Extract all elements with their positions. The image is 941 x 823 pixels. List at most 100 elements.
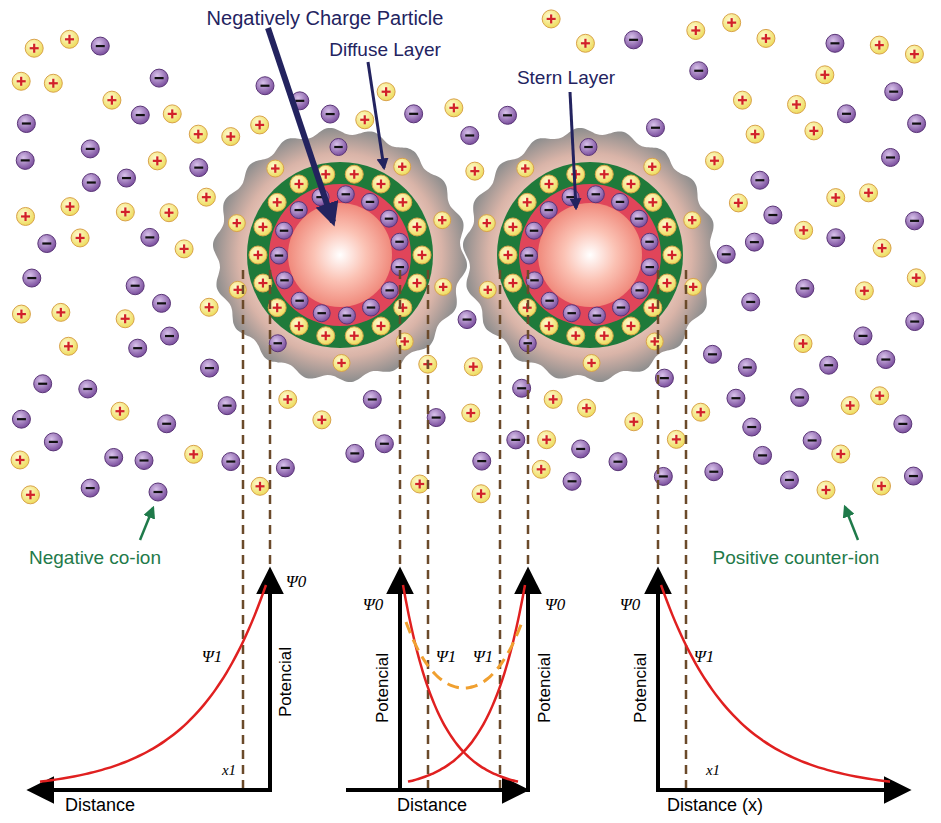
particle-core [288, 203, 392, 307]
ion-body [905, 45, 923, 63]
ion-body [103, 91, 121, 109]
sign-stroke [646, 266, 655, 268]
ion-body [330, 139, 347, 156]
negative-ion [609, 453, 627, 471]
sign-stroke [472, 362, 474, 371]
negative-ion [837, 105, 855, 123]
positive-ion [622, 317, 640, 335]
positive-ion [52, 303, 70, 321]
positive-ion [71, 229, 89, 247]
ion-body [356, 111, 374, 129]
ion-body [268, 193, 286, 211]
negative-ion [791, 388, 809, 406]
sign-stroke [281, 467, 290, 469]
sign-stroke [223, 405, 232, 407]
positive-ion [595, 327, 613, 345]
ion-body [717, 245, 735, 263]
ion-body [563, 305, 580, 322]
sign-stroke [380, 443, 389, 445]
negative-ion [135, 451, 153, 469]
sign-stroke [785, 479, 794, 481]
label-text: Positive counter-ion [713, 548, 880, 569]
ion-body [200, 359, 218, 377]
ion-body [333, 354, 350, 371]
ion-body [871, 387, 889, 405]
ion-body [641, 233, 658, 250]
ion-body [175, 240, 193, 258]
sign-stroke [803, 226, 805, 235]
positive-ion [663, 246, 681, 264]
negative-ion [641, 259, 658, 276]
ion-body [25, 39, 43, 57]
positive-ion [576, 34, 594, 52]
graph-axis [656, 788, 906, 792]
ion-body [542, 10, 560, 28]
positive-ion [872, 477, 890, 495]
dashed-guide [427, 270, 430, 792]
ion-body [117, 169, 135, 187]
ion-body [345, 327, 363, 345]
positive-ion [185, 445, 203, 463]
ion-body [23, 269, 41, 287]
positive-ion [44, 74, 62, 92]
negative-ion [877, 351, 895, 369]
positive-ion [175, 240, 193, 258]
ion-body [111, 402, 129, 420]
negative-ion [427, 409, 445, 427]
sign-stroke [421, 251, 423, 260]
ion-body [658, 274, 676, 292]
positive-ion [21, 486, 39, 504]
sign-stroke [651, 162, 653, 171]
sign-stroke [912, 123, 921, 125]
sign-stroke [576, 448, 585, 450]
co-ion-pointer [140, 508, 153, 540]
sign-stroke [840, 450, 842, 459]
potential-curve [40, 585, 266, 782]
sign-stroke [842, 113, 851, 115]
sign-stroke [96, 45, 105, 47]
sign-stroke [402, 303, 404, 312]
ion-body [827, 229, 845, 247]
sign-stroke [881, 358, 890, 360]
positive-ion [687, 21, 705, 39]
negative-ion [625, 31, 643, 49]
sign-stroke [236, 219, 238, 228]
sign-stroke [548, 322, 550, 331]
sign-stroke [603, 170, 605, 179]
ion-body [507, 431, 525, 449]
sign-stroke [474, 167, 476, 176]
negative-ion [34, 375, 52, 393]
ion-body [394, 299, 412, 317]
particle-core [538, 203, 642, 307]
negative-ion [391, 233, 408, 250]
positive-ion [518, 193, 536, 211]
ion-body [540, 202, 557, 219]
ion-body [256, 77, 274, 95]
negative-ion [158, 415, 176, 433]
sign-stroke [652, 198, 654, 207]
sign-stroke [259, 482, 261, 491]
sign-stroke [746, 301, 755, 303]
negative-ion [141, 228, 159, 246]
dashed-guide [657, 270, 660, 792]
sign-stroke [197, 130, 199, 139]
sign-stroke [68, 35, 70, 44]
sign-stroke [353, 331, 355, 340]
overlap-curve [406, 622, 522, 688]
ion-body [249, 246, 267, 264]
negative-ion [200, 359, 218, 377]
positive-ion [479, 281, 496, 298]
positive-ion [333, 354, 350, 371]
negative-ion [149, 483, 167, 501]
positive-ion [254, 218, 272, 236]
ion-body [576, 34, 594, 52]
sign-stroke [849, 401, 851, 410]
ion-body [363, 390, 381, 408]
sign-stroke [660, 377, 669, 379]
negative-ion [218, 397, 236, 415]
negative-ion [521, 247, 538, 264]
ion-body [290, 175, 308, 193]
sign-stroke [401, 162, 403, 171]
sign-stroke [325, 170, 327, 179]
ion-body [81, 479, 99, 497]
